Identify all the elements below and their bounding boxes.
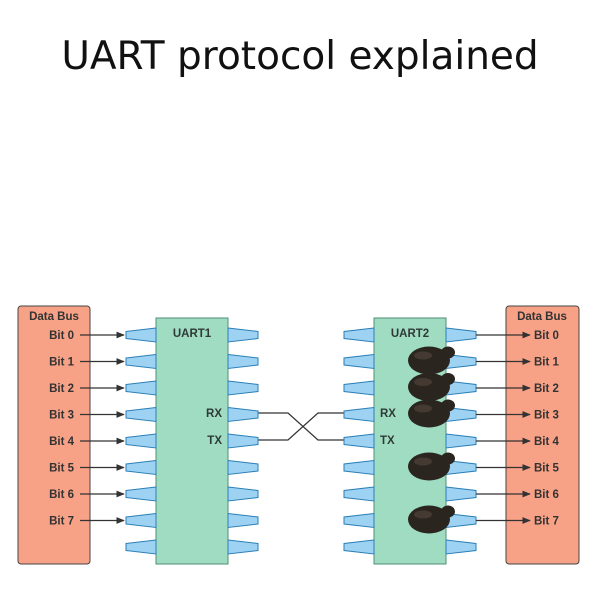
uart2-left-pin-7 <box>343 512 375 529</box>
left-bit-label-4: Bit 4 <box>49 436 75 448</box>
uart1-left-pin-4 <box>125 433 157 449</box>
left-bit-label-2: Bit 2 <box>49 383 74 395</box>
left-bit-label-1: Bit 1 <box>49 357 75 369</box>
uart2-left-pin-4 <box>343 433 375 449</box>
uart2-tx-label: TX <box>380 435 395 447</box>
dark-blob-4 <box>408 505 455 534</box>
dark-blob-0-head <box>441 346 455 359</box>
uart1-left-pin-6 <box>125 486 157 502</box>
uart2-right-pin-6 <box>445 486 477 502</box>
uart2-left-pin-3 <box>343 406 375 423</box>
left-data-bus <box>17 305 91 565</box>
dark-blob-3 <box>408 452 455 481</box>
uart1-right-pin-3 <box>227 406 259 423</box>
right-bit-label-3: Bit 3 <box>534 410 559 422</box>
uart2-left-pin-5 <box>343 459 375 476</box>
dark-blob-4-highlight <box>414 510 432 519</box>
right-bit-label-0: Bit 0 <box>534 330 559 342</box>
left-bit-label-0: Bit 0 <box>49 330 74 342</box>
left-bit-label-6: Bit 6 <box>49 489 74 501</box>
dark-blob-2-head <box>441 399 455 412</box>
right-data-bus <box>505 305 580 565</box>
right-bit-label-6: Bit 6 <box>534 489 559 501</box>
uart1-right-pin-1 <box>227 353 259 370</box>
right-bit-label-4: Bit 4 <box>534 436 560 448</box>
dark-blob-1-head <box>441 373 455 385</box>
right-bit-label-7: Bit 7 <box>534 516 559 528</box>
uart1-right-pin-0 <box>227 327 259 343</box>
uart2-right-pin-4 <box>445 433 477 449</box>
uart2-right-pin-8 <box>445 539 477 555</box>
dark-blob-2 <box>408 399 455 428</box>
uart2-left-pin-8 <box>343 539 375 555</box>
uart1-rx-label: RX <box>206 408 222 420</box>
uart1-left-pin-7 <box>125 512 157 529</box>
uart1-right-pin-8 <box>227 539 259 555</box>
uart1-left-pin-1 <box>125 353 157 370</box>
left-data-bus-header: Data Bus <box>29 311 79 323</box>
right-data-bus-header: Data Bus <box>517 311 567 323</box>
uart2-left-pin-6 <box>343 486 375 502</box>
uart2-rx-label: RX <box>380 408 396 420</box>
uart1-right-pin-7 <box>227 512 259 529</box>
crossover-line-rx1-tx2 <box>258 412 344 441</box>
dark-blob-3-highlight <box>414 457 432 466</box>
page-title: UART protocol explained <box>61 34 539 79</box>
uart1-left-pin-3 <box>125 406 157 423</box>
uart1-right-pin-6 <box>227 486 259 502</box>
uart1-left-pin-2 <box>125 380 157 396</box>
uart1-left-pin-8 <box>125 539 157 555</box>
dark-blob-3-head <box>441 452 455 465</box>
left-bit-label-7: Bit 7 <box>49 516 74 528</box>
uart1-tx-label: TX <box>207 435 222 447</box>
uart1-label: UART1 <box>173 328 212 340</box>
right-bit-label-5: Bit 5 <box>534 463 560 475</box>
uart2-label: UART2 <box>391 328 429 340</box>
right-bit-label-2: Bit 2 <box>534 383 559 395</box>
uart1-right-pin-2 <box>227 380 259 396</box>
dark-blob-1 <box>408 373 455 401</box>
uart2-left-pin-0 <box>343 327 375 343</box>
dark-blob-2-highlight <box>414 404 432 413</box>
uart1-right-pin-4 <box>227 433 259 449</box>
uart1-left-pin-0 <box>125 327 157 343</box>
dark-blob-0 <box>408 346 455 375</box>
uart2-right-pin-0 <box>445 327 477 343</box>
uart1-right-pin-5 <box>227 459 259 476</box>
uart2-left-pin-1 <box>343 353 375 370</box>
dark-blob-4-head <box>441 505 455 518</box>
left-bit-label-3: Bit 3 <box>49 410 74 422</box>
left-bit-label-5: Bit 5 <box>49 463 75 475</box>
right-bit-label-1: Bit 1 <box>534 357 560 369</box>
dark-blob-1-highlight <box>414 378 432 386</box>
crossover-line-tx1-rx2 <box>258 412 344 441</box>
uart2-left-pin-2 <box>343 380 375 396</box>
uart1-left-pin-5 <box>125 459 157 476</box>
dark-blob-0-highlight <box>414 351 432 360</box>
